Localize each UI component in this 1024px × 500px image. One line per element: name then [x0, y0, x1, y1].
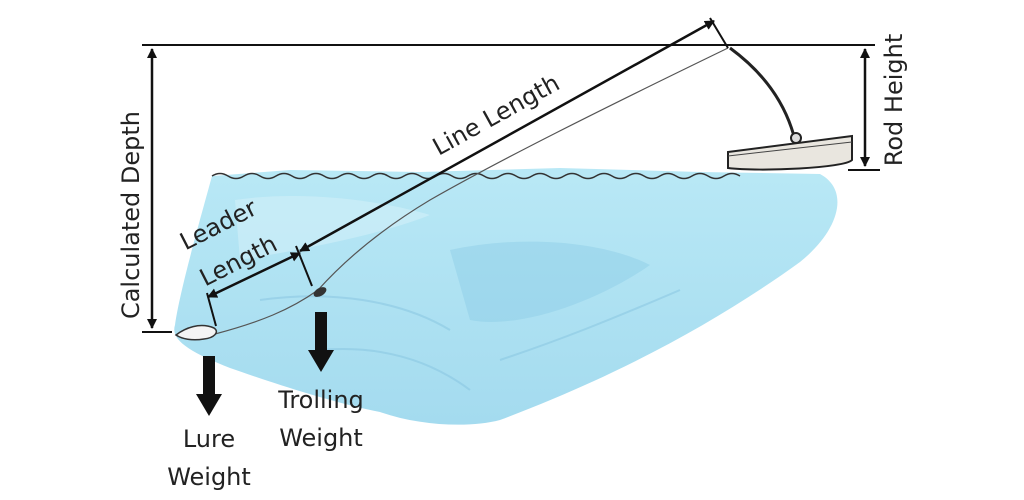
boat-rim	[727, 141, 853, 157]
line-length-top-tick	[709, 17, 729, 49]
lure	[174, 324, 218, 341]
trolling-weight-label-line2: Weight	[279, 424, 363, 452]
trolling-weight-arrow	[308, 312, 334, 372]
line-length-arrow	[299, 19, 715, 253]
lure-weight-label-line1: Lure	[183, 425, 235, 453]
calculated-depth-label: Calculated Depth	[117, 111, 145, 319]
fishing-rod	[729, 46, 797, 141]
rod-reel	[790, 132, 802, 144]
trolling-weight-label-line1: Trolling	[277, 386, 364, 414]
leader-length-arrow	[207, 251, 301, 299]
trolling-weight	[313, 287, 327, 297]
water-deep-patch	[450, 241, 650, 322]
boat	[727, 134, 853, 171]
rod-height-label: Rod Height	[880, 34, 908, 166]
leader-length-tick	[206, 292, 217, 327]
lure-weight-label-line2: Weight	[167, 463, 251, 491]
lure-weight-arrow	[196, 356, 222, 416]
